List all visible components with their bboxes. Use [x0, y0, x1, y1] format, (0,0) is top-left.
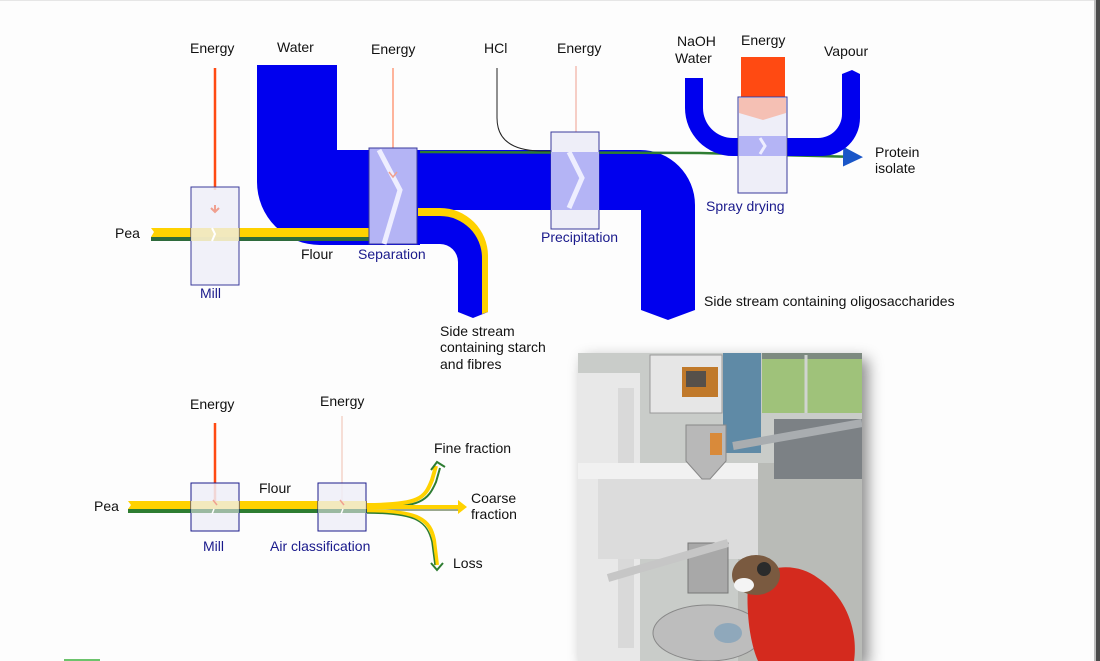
label-energy-air: Energy — [320, 393, 364, 409]
lab-photo-illustration — [578, 353, 862, 661]
label-coarse: Coarse — [471, 490, 516, 506]
process-box-separation — [368, 147, 418, 245]
label-pea-top: Pea — [115, 225, 140, 241]
label-naoh-water: Water — [675, 50, 712, 66]
window-edge — [1096, 0, 1100, 661]
label-energy-precipitation: Energy — [557, 40, 601, 56]
water-stream-main — [257, 65, 695, 320]
label-side-starch-3: and fibres — [440, 356, 501, 372]
process-box-precipitation — [550, 131, 600, 230]
label-water: Water — [277, 39, 314, 55]
pea-stream-yellow — [151, 228, 375, 237]
label-mill-top: Mill — [200, 285, 221, 301]
water-stream-starch-branch — [418, 214, 488, 318]
label-energy-mill-bottom: Energy — [190, 396, 234, 412]
label-side-starch-1: Side stream — [440, 323, 515, 339]
blue-column — [723, 353, 761, 453]
loss-arrowhead — [430, 562, 444, 572]
window-edge-highlight — [1094, 0, 1096, 661]
label-separation: Separation — [358, 246, 426, 262]
label-hcl: HCl — [484, 40, 507, 56]
process-box-mill — [190, 186, 240, 286]
label-mill-bottom: Mill — [203, 538, 224, 554]
label-coarse-fraction: fraction — [471, 506, 517, 522]
label-energy-spray: Energy — [741, 32, 785, 48]
label-air-classification: Air classification — [270, 538, 370, 554]
label-flour-top: Flour — [301, 246, 333, 262]
pea-stream-bottom-green — [128, 509, 367, 513]
process-box-air-classification — [317, 482, 367, 532]
process-box-spray-drying — [737, 96, 788, 194]
lab-photo — [578, 353, 862, 661]
label-energy-separation: Energy — [371, 41, 415, 57]
label-vapour: Vapour — [824, 43, 868, 59]
slide-accent-bar — [64, 659, 100, 661]
label-pea-bottom: Pea — [94, 498, 119, 514]
loss-green — [366, 512, 436, 566]
coarse-fraction-arrowhead — [458, 500, 467, 514]
hcl-line — [496, 68, 560, 152]
label-naoh: NaOH — [677, 33, 716, 49]
label-spray-drying: Spray drying — [706, 198, 785, 214]
label-energy-mill: Energy — [190, 40, 234, 56]
label-flour-bottom: Flour — [259, 480, 291, 496]
energy-block-spray — [741, 57, 785, 97]
slide-top-border — [0, 0, 1100, 1]
label-precipitation: Precipitation — [541, 229, 618, 245]
label-fine-fraction: Fine fraction — [434, 440, 511, 456]
label-protein: Protein — [875, 144, 919, 160]
loss-stream — [366, 509, 439, 566]
person-red-overall — [747, 567, 855, 661]
pea-stream-bottom-yellow — [128, 501, 367, 509]
window-trees — [762, 355, 862, 413]
fine-fraction-arrowhead — [430, 460, 446, 471]
pea-stream-green — [151, 237, 375, 241]
fine-fraction-stream — [366, 465, 438, 507]
label-side-oligo: Side stream containing oligosaccharides — [704, 293, 955, 309]
label-loss: Loss — [453, 555, 483, 571]
process-box-mill-bottom — [190, 482, 240, 532]
label-protein-isolate: isolate — [875, 160, 916, 176]
label-side-starch-2: containing starch — [440, 339, 546, 355]
